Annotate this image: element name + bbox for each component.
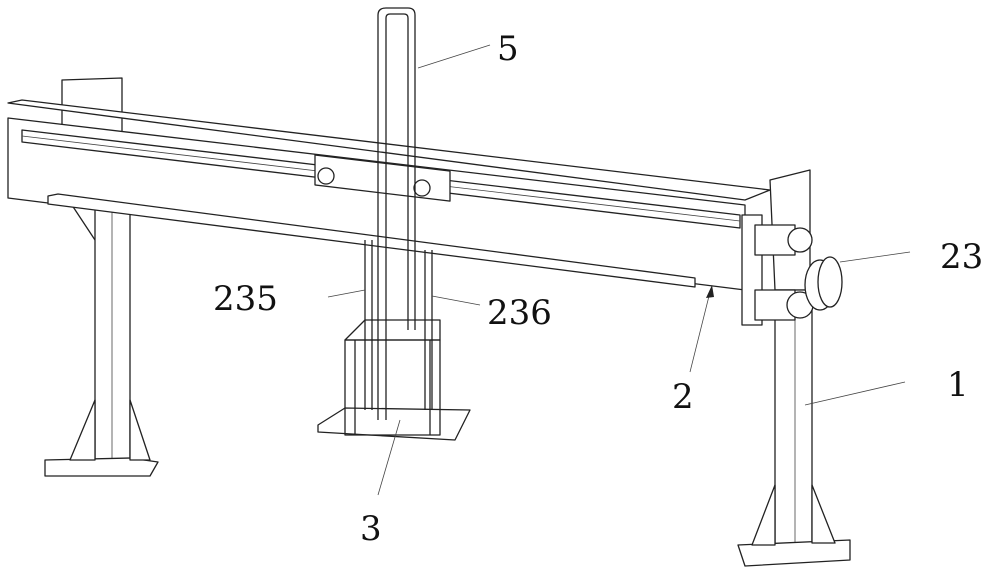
- leader-lines: [327, 44, 911, 496]
- cross-beam: [7, 99, 771, 291]
- label-236: 236: [487, 293, 552, 333]
- label-23: 23: [940, 237, 984, 277]
- label-235: 235: [213, 279, 278, 319]
- label-3: 3: [360, 509, 382, 549]
- motor-unit: [741, 214, 843, 326]
- label-5: 5: [497, 29, 519, 69]
- label-1: 1: [947, 365, 969, 405]
- label-2: 2: [672, 377, 694, 417]
- lifting-assembly: [317, 7, 471, 441]
